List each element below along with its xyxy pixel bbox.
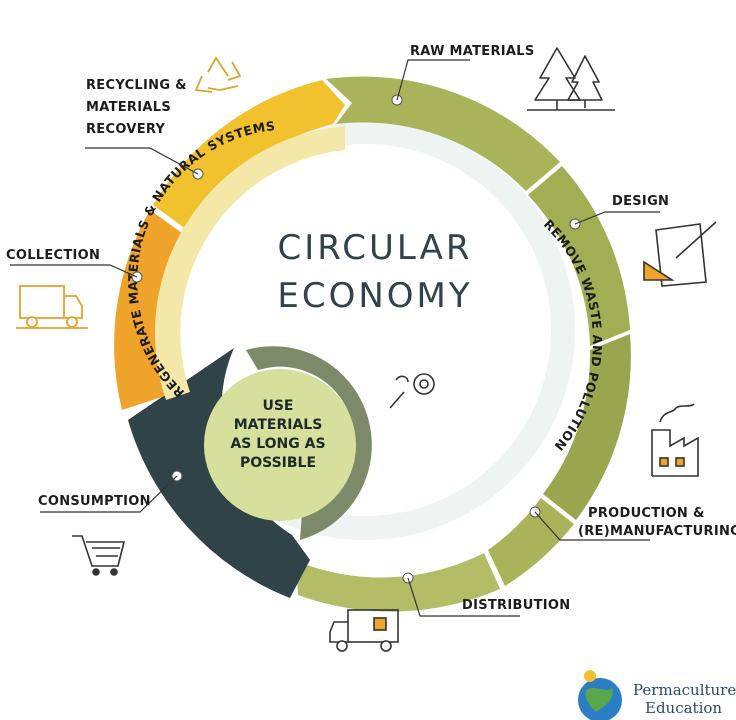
label-production: PRODUCTION & [588,506,705,521]
segment-production [543,334,631,520]
regenerate-band [154,126,345,400]
label-distribution: DISTRIBUTION [462,598,571,613]
segment-raw-materials [326,76,560,191]
connector-dots [131,94,581,584]
center-line-4: POSSIBLE [239,455,317,471]
label-collection: COLLECTION [6,248,101,263]
segment-recycling [153,80,345,232]
label-recycling-1: RECYCLING & [86,78,187,93]
center-line-3: AS LONG AS [230,436,326,452]
delivery-truck-icon [329,609,399,652]
tools-icon [389,373,435,409]
title-line-2: ECONOMY [277,276,473,316]
center-line-1: USE [262,398,294,414]
factory-icon [651,403,699,477]
center-disc [204,369,356,521]
brand-name-line1: Permaculture [633,681,736,699]
brand-logo [578,670,622,720]
label-recycling-2: MATERIALS [86,100,171,115]
diagram-title: CIRCULAR ECONOMY [255,224,495,320]
segment-manufacturing [488,498,574,586]
recycle-icon [194,56,242,93]
trees-icon [527,47,615,111]
shopping-cart-icon [72,535,126,576]
segment-design [528,166,630,346]
title-line-1: CIRCULAR [277,228,473,268]
label-raw-materials: RAW MATERIALS [410,44,535,59]
truck-icon [16,285,88,329]
segment-collection [114,210,186,410]
connector-lines [10,59,660,617]
center-message: USE MATERIALS AS LONG AS POSSIBLE [222,397,334,473]
label-recycling-3: RECOVERY [86,122,166,137]
segment-distribution [296,553,500,612]
label-design: DESIGN [612,194,670,209]
label-remanufacturing: (RE)MANUFACTURING [578,524,736,539]
design-drawing-icon [643,221,717,287]
label-consumption: CONSUMPTION [38,494,151,509]
center-line-2: MATERIALS [233,417,323,433]
brand-name-line2: Education [645,699,723,717]
reuse-repair-ring [246,346,372,540]
